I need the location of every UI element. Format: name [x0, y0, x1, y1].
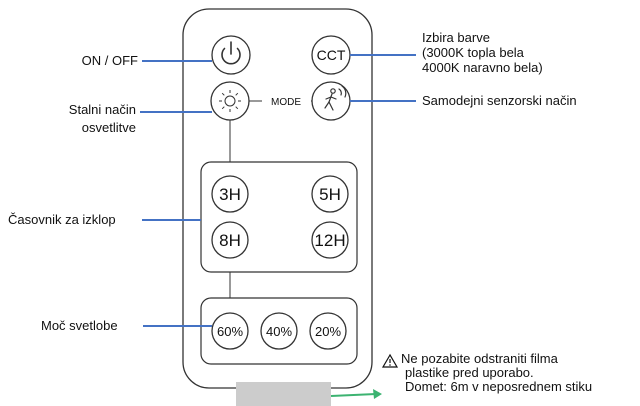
- label-color-select: Izbira barve (3000K topla bela 4000K nar…: [422, 30, 543, 75]
- label-steady-light-line2: osvetlitve: [81, 120, 136, 135]
- cct-button[interactable]: CCT: [311, 35, 351, 75]
- pull-tab-arrow: [330, 389, 382, 399]
- brightness-20-button[interactable]: 20%: [309, 312, 347, 350]
- motion-sensor-icon: [324, 85, 347, 111]
- timer-3h-button[interactable]: 3H: [211, 175, 249, 213]
- timer-5h-button[interactable]: 5H: [311, 175, 349, 213]
- timer-8h-label: 8H: [219, 231, 241, 250]
- timer-5h-label: 5H: [319, 185, 341, 204]
- label-color-select-line3: 4000K naravno bela): [422, 60, 543, 75]
- brightness-60-button[interactable]: 60%: [211, 312, 249, 350]
- warning-line3: Domet: 6m v neposrednem stiku: [405, 379, 593, 394]
- power-button[interactable]: [211, 35, 251, 75]
- label-steady-light-line1: Stalni način: [68, 102, 136, 117]
- timer-12h-label: 12H: [314, 231, 345, 250]
- auto-sensor-button[interactable]: [311, 81, 351, 121]
- label-brightness: Moč svetlobe: [41, 318, 118, 333]
- timer-12h-button[interactable]: 12H: [311, 221, 349, 259]
- warning-line2: plastike pred uporabo.: [405, 365, 534, 380]
- timer-3h-label: 3H: [219, 185, 241, 204]
- brightness-40-label: 40%: [266, 324, 292, 339]
- brightness-60-label: 60%: [217, 324, 243, 339]
- sun-icon: [219, 90, 241, 112]
- label-timer: Časovnik za izklop: [8, 212, 116, 227]
- power-icon: [221, 41, 241, 65]
- warning-line1: Ne pozabite odstraniti filma: [401, 351, 558, 366]
- label-color-select-line1: Izbira barve: [422, 30, 490, 45]
- label-on-off: ON / OFF: [81, 53, 138, 68]
- warning-triangle-icon: [381, 353, 399, 368]
- label-steady-light: Stalni način osvetlitve: [30, 101, 136, 137]
- warning-note: Ne pozabite odstraniti filma plastike pr…: [383, 352, 592, 394]
- brightness-20-label: 20%: [315, 324, 341, 339]
- label-auto-sensor: Samodejni senzorski način: [422, 93, 577, 108]
- timer-8h-button[interactable]: 8H: [211, 221, 249, 259]
- brightness-40-button[interactable]: 40%: [260, 312, 298, 350]
- steady-light-button[interactable]: [210, 81, 250, 121]
- label-color-select-line2: (3000K topla bela: [422, 45, 524, 60]
- cct-label: CCT: [317, 47, 346, 63]
- battery-pull-tab: [236, 382, 331, 406]
- mode-label: MODE: [271, 97, 301, 108]
